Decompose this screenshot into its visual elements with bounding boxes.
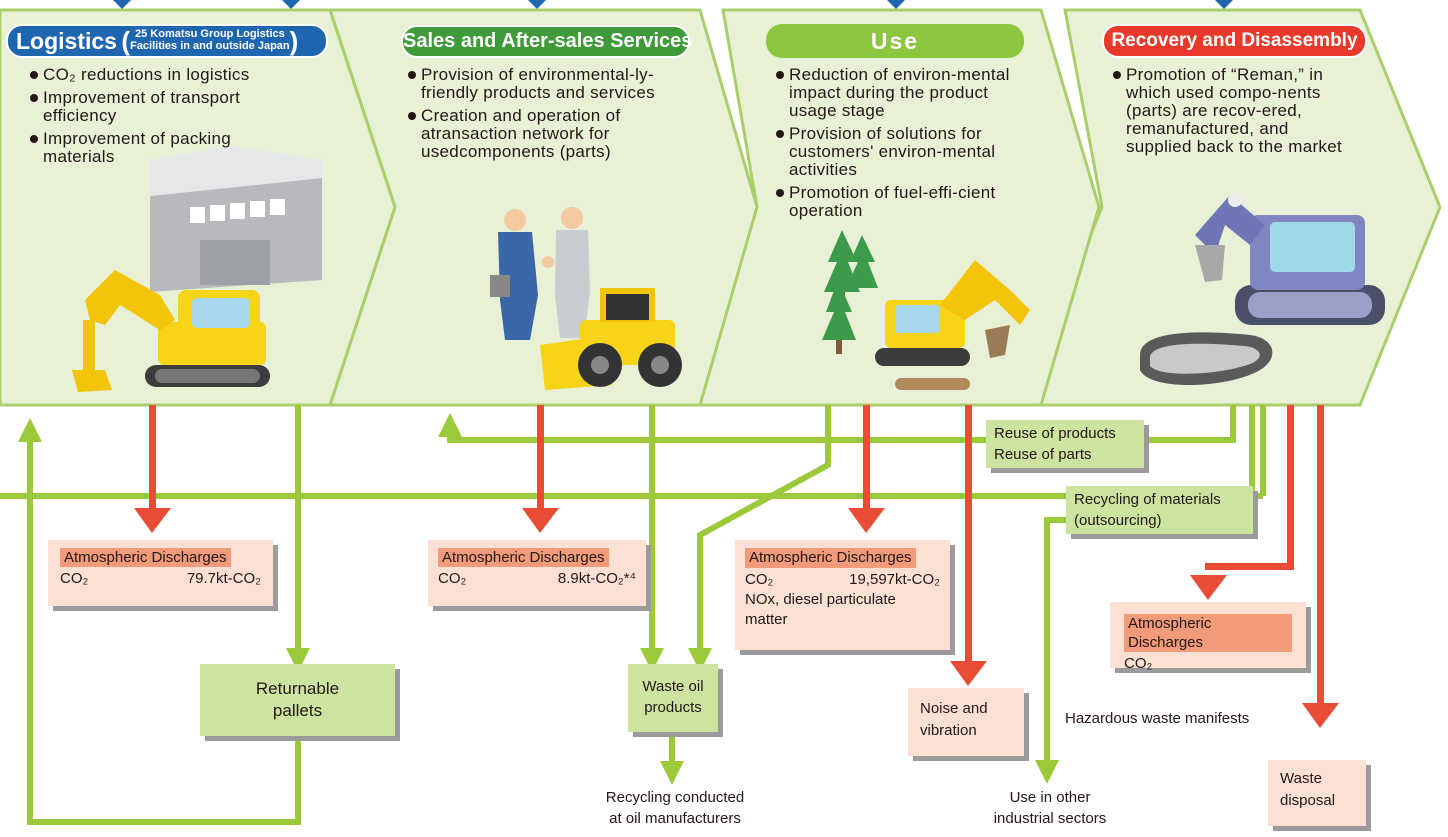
- returnable-pallets-box: Returnable pallets: [200, 664, 395, 736]
- waste-oil-box: Waste oil products: [628, 664, 718, 732]
- industrial-note-line1: Use in other: [1009, 789, 1091, 806]
- noise-vibration-box: Noise and vibration: [908, 688, 1024, 756]
- use-header: Use: [766, 24, 1024, 58]
- trees-icon: [822, 230, 878, 354]
- recycling-sub-label: (outsourcing): [1074, 512, 1162, 529]
- vibration-label: vibration: [920, 722, 977, 739]
- discharge-label: Atmospheric Discharges: [60, 548, 231, 567]
- sales-header: Sales and After-sales Services: [401, 25, 693, 58]
- track-shoe-icon: [1140, 332, 1273, 386]
- logistics-subtitle-line1: 25 Komatsu Group Logistics: [134, 28, 285, 40]
- reuse-products-label: Reuse of products: [994, 425, 1116, 442]
- discharge-label: Atmospheric Discharges: [438, 548, 609, 567]
- logistics-item: Improvement of transport efficiency: [30, 89, 315, 125]
- discharge-gas: CO₂: [60, 570, 89, 587]
- excavator-icon: [72, 270, 270, 392]
- use-title: Use: [870, 28, 920, 54]
- logistics-item: CO₂ reductions in logistics: [30, 66, 315, 84]
- waste-oil-label-2: products: [644, 699, 702, 716]
- oil-note-line2: at oil manufacturers: [609, 810, 741, 827]
- manifests-label: Hazardous waste manifests: [1065, 710, 1250, 727]
- discharge-gas: CO₂: [1124, 655, 1153, 672]
- noise-label: Noise and: [920, 700, 988, 717]
- use-item: Reduction of environ-mental impact durin…: [776, 66, 1034, 120]
- logistics-item: Improvement of packing materials: [30, 130, 283, 166]
- discharge-label: Atmospheric Discharges: [1124, 614, 1292, 652]
- discharge-gas: CO₂: [438, 570, 467, 587]
- waste-label: Waste: [1280, 770, 1322, 787]
- discharge-gas: CO₂: [745, 571, 774, 588]
- industrial-use-note: Use in other industrial sectors: [960, 787, 1140, 829]
- recovery-header: Recovery and Disassembly: [1102, 24, 1367, 58]
- wheel-loader-icon: [540, 288, 682, 390]
- logistics-title: Logistics: [16, 28, 117, 54]
- logistics-subtitle-line2: Facilities in and outside Japan: [130, 40, 290, 52]
- excavator-icon: [1195, 193, 1385, 325]
- discharge-value: 19,597kt-CO₂: [849, 571, 940, 588]
- sales-item: Creation and operation of atransaction n…: [408, 107, 698, 161]
- recycling-box: Recycling of materials (outsourcing): [1066, 486, 1253, 534]
- sales-item: Provision of environmental-ly-friendly p…: [408, 66, 681, 102]
- hazardous-manifests-note: Hazardous waste manifests: [1065, 708, 1315, 729]
- handshake-people-icon: [490, 207, 590, 340]
- recycling-label: Recycling of materials: [1074, 491, 1221, 508]
- waste-oil-label: Waste oil: [642, 678, 704, 695]
- oil-recycling-note: Recycling conducted at oil manufacturers: [575, 787, 775, 829]
- sales-discharge-box: Atmospheric Discharges CO₂ 8.9kt-CO₂*⁴: [428, 540, 646, 606]
- discharge-extra: matter: [745, 611, 788, 628]
- oil-note-line1: Recycling conducted: [605, 789, 745, 806]
- disposal-label: disposal: [1280, 792, 1336, 809]
- logistics-discharge-box: Atmospheric Discharges CO₂ 79.7kt-CO₂: [48, 540, 273, 606]
- sales-title: Sales and After-sales Services: [403, 30, 693, 52]
- discharge-value: 8.9kt-CO₂*⁴: [557, 570, 636, 587]
- warehouse-icon: [150, 146, 322, 292]
- waste-disposal-box: Waste disposal: [1268, 760, 1366, 826]
- sales-items: Provision of environmental-ly-friendly p…: [408, 66, 698, 166]
- discharge-extra: NOx, diesel particulate: [745, 591, 896, 608]
- recovery-title: Recovery and Disassembly: [1111, 30, 1358, 51]
- discharge-label: Atmospheric Discharges: [745, 548, 916, 568]
- recovery-discharge-box: Atmospheric Discharges CO₂: [1110, 602, 1306, 672]
- top-arrow-markers: [113, 0, 1233, 9]
- pallets-label-2: pallets: [272, 701, 323, 720]
- excavator-icon: [875, 260, 1030, 390]
- use-discharge-box: Atmospheric Discharges CO₂ 19,597kt-CO₂ N…: [735, 540, 950, 650]
- recovery-item: Promotion of “Reman,” in which used comp…: [1113, 66, 1356, 156]
- use-item: Promotion of fuel-effi-cient operation: [776, 184, 1029, 220]
- discharge-value: 79.7kt-CO₂: [186, 570, 261, 587]
- recovery-items: Promotion of “Reman,” in which used comp…: [1113, 66, 1358, 161]
- logistics-items: CO₂ reductions in logistics Improvement …: [30, 66, 315, 171]
- reuse-parts-label: Reuse of parts: [994, 446, 1092, 463]
- industrial-note-line2: industrial sectors: [993, 810, 1107, 827]
- pallets-label: Returnable: [255, 679, 340, 698]
- use-item: Provision of solutions for customers' en…: [776, 125, 1038, 179]
- use-items: Reduction of environ-mental impact durin…: [776, 66, 1038, 225]
- reuse-box: Reuse of products Reuse of parts: [986, 420, 1144, 468]
